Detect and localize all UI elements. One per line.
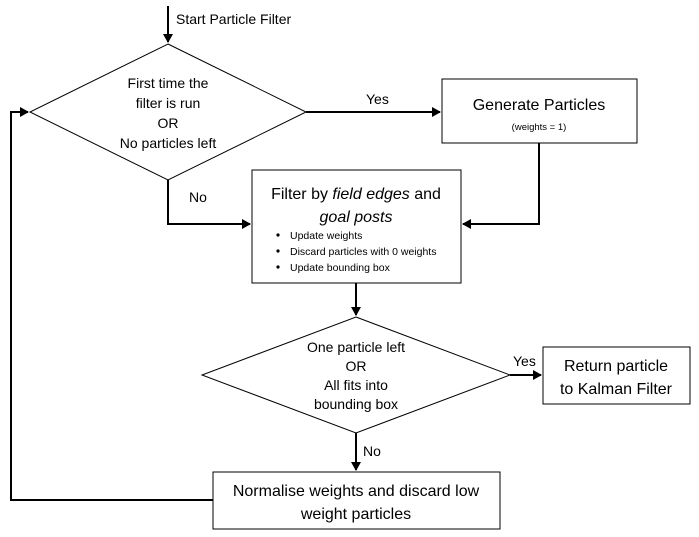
filter-title-field-edges: field edges — [332, 186, 409, 203]
decision-first-line-1: First time the — [128, 75, 209, 91]
filter-bullet-2: Discard particles with 0 weights — [290, 246, 436, 258]
return-box — [542, 346, 691, 405]
filter-title-goal-posts: goal posts — [320, 209, 393, 226]
decision-first-line-2: filter is run — [136, 95, 201, 111]
loop-back-arrow — [10, 107, 213, 501]
filter-title-mid: and — [410, 186, 441, 203]
generate-title: Generate Particles — [473, 97, 606, 114]
bullet-dot — [276, 249, 280, 253]
return-line-1: Return particle — [564, 358, 668, 375]
normalise-box — [212, 471, 501, 530]
no-label-2: No — [363, 443, 381, 459]
decision-first-run — [28, 43, 308, 181]
decision-second-line-1: One particle left — [307, 339, 405, 355]
filter-title-line-1: Filter by field edges and — [271, 186, 441, 203]
bullet-dot — [276, 265, 280, 269]
generate-note: (weights = 1) — [512, 122, 567, 133]
no-label-1: No — [189, 189, 207, 205]
filter-box — [251, 169, 462, 284]
generate-particles-box — [441, 78, 638, 144]
decision-second-line-4: bounding box — [314, 396, 398, 412]
decision-particle-left — [200, 316, 512, 434]
normalise-line-1: Normalise weights and discard low — [233, 483, 480, 500]
start-label: Start Particle Filter — [176, 11, 291, 27]
decision-first-line-3: OR — [158, 115, 179, 131]
generate-to-filter-arrow — [462, 143, 540, 229]
decision-first-line-4: No particles left — [120, 135, 217, 151]
bullet-dot — [276, 233, 280, 237]
decision-second-line-3: All fits into — [324, 377, 388, 393]
filter-bullet-1: Update weights — [290, 230, 362, 242]
return-line-2: to Kalman Filter — [560, 381, 673, 398]
decision-second-line-2: OR — [346, 358, 367, 374]
filter-title-prefix: Filter by — [271, 186, 332, 203]
filter-bullet-3: Update bounding box — [290, 262, 391, 274]
yes-label-2: Yes — [513, 353, 536, 369]
normalise-line-2: weight particles — [300, 506, 411, 523]
yes-label-1: Yes — [366, 91, 389, 107]
no-arrow-filter — [167, 180, 251, 229]
